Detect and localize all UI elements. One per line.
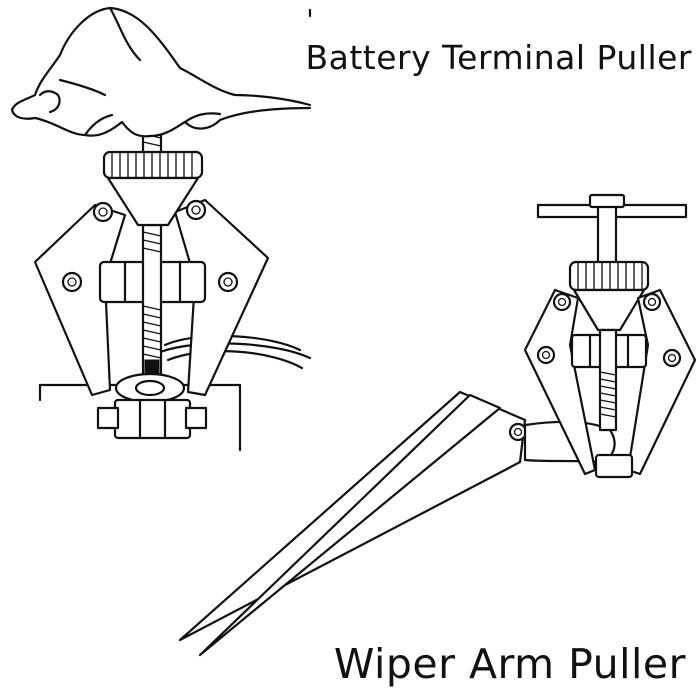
wiper-arm-puller-label: Wiper Arm Puller xyxy=(333,640,686,688)
battery-terminal-puller-label: Battery Terminal Puller xyxy=(305,38,692,77)
battery-cable xyxy=(158,334,312,370)
wiper-puller-t-handle xyxy=(536,193,688,272)
hand-drawing xyxy=(10,6,312,138)
puller-knurled-nut xyxy=(102,150,204,227)
wiper-puller-knurled-nut xyxy=(568,260,650,332)
wiper-puller-screw xyxy=(594,328,634,479)
battery-terminal xyxy=(96,372,208,440)
wiper-puller-jaws xyxy=(523,288,697,476)
wiper-arm xyxy=(178,390,616,657)
puller-jaws xyxy=(33,198,270,397)
